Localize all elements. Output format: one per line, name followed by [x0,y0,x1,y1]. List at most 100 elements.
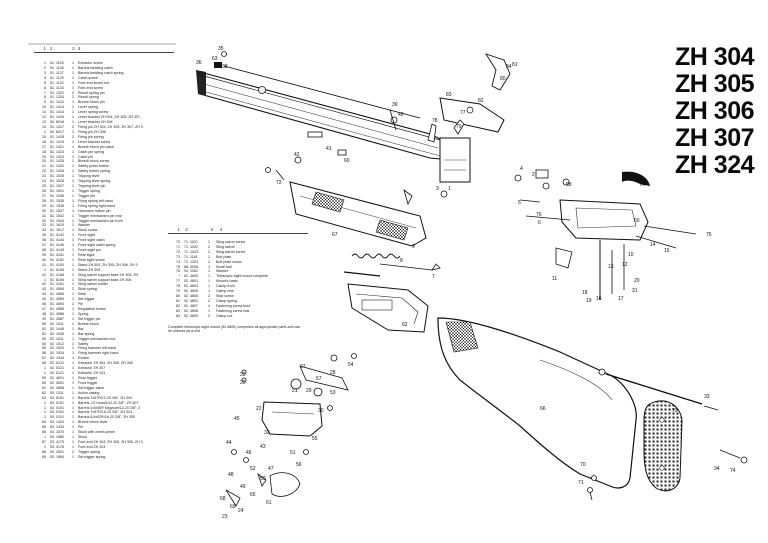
part-qty: 1 [72,420,74,425]
part-qty: 1 [72,198,74,203]
part-ref: 60 [42,380,46,385]
part-description: Set trigger spring [78,454,106,459]
callout-3: 3 [436,186,439,192]
part-ref: 73 [176,254,180,259]
callout-14: 14 [650,242,656,248]
part-ref: 39 [42,252,46,257]
part-code: 51. 4146 [50,243,64,248]
callout-62: 62 [402,322,408,328]
part-ref: 20 [42,159,46,164]
part-qty: 1 [208,240,210,244]
part-code: 52. 4568 [50,385,64,390]
part-description: Fore-end screw [78,85,103,90]
callout-15: 15 [664,248,670,254]
part-qty: 1 [72,346,74,351]
part-qty: 1 [72,316,74,321]
part-qty: 1 [72,390,74,395]
part-code: 51. 1536 [50,203,64,208]
callout-46: 46 [246,450,252,456]
callout-50: 50 [634,218,640,224]
part-code: 52. 1545 [50,331,64,336]
part-description: Extractor ZH 304, ZH 305, ZH 306 [78,361,133,366]
part-description: Fore-end screw nut [78,80,109,85]
part-code: 52. 5121 [50,366,64,371]
part-description: Clamp nut [216,313,233,318]
callout-9: 9 [412,244,415,250]
part-code: 51. 1535 [50,198,64,203]
fore-end-part [289,181,427,247]
callout-38: 38 [222,64,228,70]
callout-5: 5 [518,200,521,206]
part-description: Trigger mechanism pin rear [78,213,122,218]
callout-17: 17 [618,296,624,302]
part-qty: 1 [72,174,74,179]
part-description: Sling swivel screw [216,249,246,254]
part-description: Sling swivel [216,244,235,249]
part-description: Barrels 7x57R/16-20 3/8", ZH 324 [78,410,133,415]
part-ref: 57 [42,356,46,361]
callout-22: 22 [256,406,262,412]
part-ref: 35 [42,233,46,238]
part-ref: 45 [42,297,46,302]
part-description: Pin [78,425,84,430]
part-qty: 1 [72,262,74,267]
callout-83: 83 [446,92,452,98]
part-description: Stand ZH 304, ZH 305, ZH 306, ZH 3 [78,262,138,267]
part-description: Trigger mechanism pin front [78,218,123,223]
part-code: 52. 4800 [184,274,198,279]
part-description: Front sight catch [78,238,105,243]
callout-54: 54 [348,362,354,368]
part-description: Safety press button [78,164,109,169]
part-code: 51. 4587 [50,316,64,321]
part-qty: 2 [72,449,74,454]
part-ref: 21 [42,164,46,169]
part-code: 53. 1433 [50,425,64,430]
part-code: 52. 4806 [184,293,198,298]
part-ref: 69 [42,454,46,459]
part-qty: 1 [208,269,210,274]
part-description: Tripping lever spring [78,179,111,184]
part-description: Breech block lever [78,420,108,425]
part-description: Sling swivel holder [78,282,108,287]
part-code: 51. 4142 [50,233,64,238]
part-code: 53. 1311 [50,390,64,395]
part-description: Breech block pin [78,100,105,105]
part-description: Telescopic sight mount complete [216,274,268,279]
part-description: Firing hammer left-hand [78,346,117,351]
part-ref: 27 [42,193,46,198]
part-code: 51. 1424 [50,154,64,159]
callout-66: 66 [540,406,546,412]
butt-plate-part [643,400,683,492]
part-code: 52. 4801 [184,279,198,284]
part-ref: 33 [42,223,46,228]
part-ref: 22 [42,169,46,174]
model-title: ZH 305 [675,70,754,98]
part-ref: 1 [44,277,46,282]
callout-51: 51 [290,450,296,456]
lever-bracket-part [555,199,697,300]
part-ref: 38 [42,248,46,253]
part-code: 52. 5121 [50,371,64,376]
part-qty: 1 [72,179,74,184]
part-ref: 56 [42,351,46,356]
part-code: 52. 1512 [50,341,64,346]
part-qty: 1 [72,100,74,105]
part-qty: 1 [72,159,74,164]
part-qty: 2 [72,90,74,95]
callout-60: 60 [344,158,350,164]
